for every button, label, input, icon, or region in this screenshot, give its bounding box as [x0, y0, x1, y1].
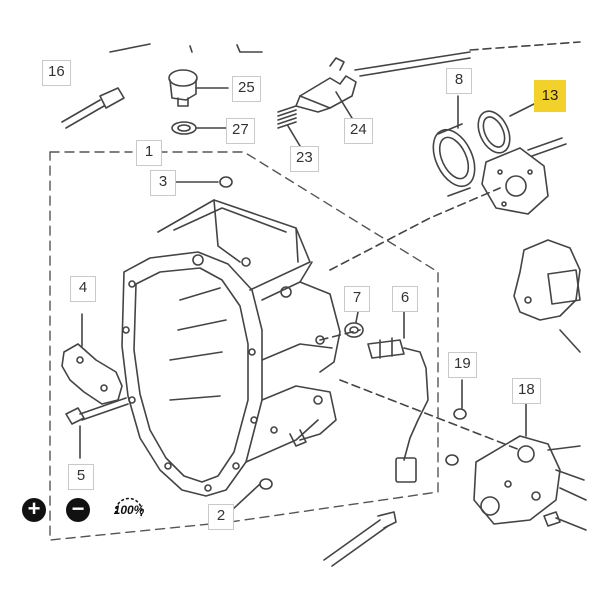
washer-7-drawing [344, 311, 364, 338]
cover-plate-drawing [481, 137, 567, 215]
dashed-line-pump [339, 379, 521, 451]
zoom-out-button[interactable]: − [66, 498, 90, 522]
plug-3-drawing [175, 176, 233, 188]
zoom-level-label: 100% [113, 503, 145, 517]
housing-18-drawing [473, 403, 587, 531]
pipe-drawing [323, 511, 397, 567]
callout-23[interactable]: 23 [290, 146, 319, 172]
gearbox-casing-drawing [121, 199, 341, 497]
minus-icon: − [71, 496, 85, 521]
assembly-1-boundary [49, 151, 439, 541]
callout-1[interactable]: 1 [136, 140, 162, 166]
fork-24-drawing [295, 57, 357, 119]
callout-7[interactable]: 7 [344, 286, 370, 312]
seal-13-drawing [477, 103, 535, 154]
callout-6[interactable]: 6 [392, 286, 418, 312]
callout-24[interactable]: 24 [344, 118, 373, 144]
callout-19[interactable]: 19 [448, 352, 477, 378]
bolt-16-drawing [61, 87, 125, 129]
callout-13-highlighted[interactable]: 13 [534, 80, 566, 112]
callout-3[interactable]: 3 [150, 170, 176, 196]
washer-27-drawing [171, 121, 227, 135]
callout-8[interactable]: 8 [446, 68, 472, 94]
refresh-icon [115, 497, 143, 519]
sensor-6-drawing [367, 311, 429, 483]
plug-2-drawing [231, 478, 273, 511]
washer-19-drawing [445, 379, 467, 466]
part-25-drawing [168, 69, 229, 107]
shift-rod [354, 51, 471, 77]
dashed-line-cover [329, 187, 501, 271]
bracket-4-drawing [61, 313, 123, 405]
callout-5[interactable]: 5 [68, 464, 94, 490]
plus-icon: + [27, 496, 41, 521]
callout-4[interactable]: 4 [70, 276, 96, 302]
callout-25[interactable]: 25 [232, 76, 261, 102]
zoom-in-button[interactable]: + [22, 498, 46, 522]
zoom-reset-button[interactable]: 100% [110, 496, 144, 526]
callout-16[interactable]: 16 [42, 60, 71, 86]
partial-part-top-middle [189, 44, 263, 53]
dashed-line-top [469, 41, 581, 51]
callout-2[interactable]: 2 [208, 504, 234, 530]
partial-part-top-left [109, 43, 151, 53]
seal-8-drawing [432, 95, 476, 197]
callout-27[interactable]: 27 [226, 118, 255, 144]
spring-23-drawing [277, 105, 301, 147]
callout-18[interactable]: 18 [512, 378, 541, 404]
bracket-drawing [513, 239, 581, 353]
bolt-5-drawing [65, 397, 129, 459]
